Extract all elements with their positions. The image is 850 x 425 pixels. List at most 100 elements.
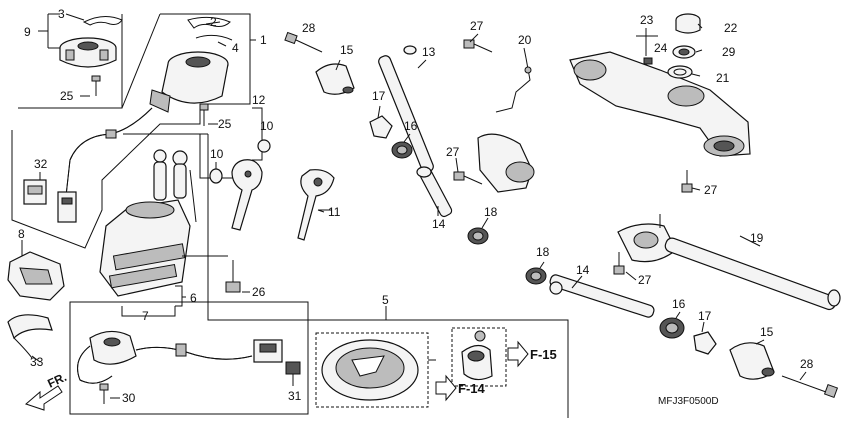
callout-28b: 28 (800, 357, 814, 371)
ref-arrow-f14 (435, 374, 457, 402)
callout-22: 22 (724, 21, 738, 35)
part-15-bushing-top (315, 63, 355, 95)
callout-24: 24 (654, 41, 668, 55)
callout-10a: 10 (210, 147, 224, 161)
part-8-cover (7, 240, 65, 301)
callout-3: 3 (58, 7, 65, 21)
part-keys-set (153, 149, 197, 223)
part-15-bushing-b (729, 342, 775, 380)
part-21-washer (667, 65, 693, 79)
part-12-key-blank (231, 159, 263, 231)
callout-15b: 15 (760, 325, 774, 339)
part-26-bolt (225, 260, 250, 293)
callout-31: 31 (288, 389, 302, 403)
callout-6: 6 (190, 291, 197, 305)
part-22-cap (675, 13, 701, 34)
part-33-band (7, 314, 53, 359)
part-18-collar-b (525, 267, 547, 285)
part-sensor-harness (77, 330, 283, 384)
callout-23: 23 (640, 13, 654, 27)
callout-10b: 10 (260, 119, 274, 133)
callout-9: 9 (24, 25, 31, 39)
callout-14b: 14 (576, 263, 590, 277)
part-20-bracket (495, 57, 532, 113)
group-boxes (11, 13, 569, 418)
part-6-lock-body (99, 199, 228, 297)
part-3-circlip (82, 16, 123, 26)
part-29-nut (672, 45, 696, 59)
callout-7: 7 (142, 309, 149, 323)
part-27-bolt-b (453, 171, 483, 185)
part-28-bolt-top (284, 31, 323, 53)
part-23-bracket (636, 28, 658, 56)
callout-2: 2 (210, 15, 217, 29)
callout-13: 13 (422, 45, 436, 59)
leader-lines (31, 13, 807, 381)
part-14-shaft-b (549, 274, 655, 318)
part-27-bolt-a (463, 39, 493, 53)
callout-8: 8 (18, 227, 25, 241)
callout-15a: 15 (340, 43, 354, 57)
ref-f14: F-14 (458, 381, 486, 396)
part-30-screw (99, 383, 120, 404)
part-24-plate (643, 57, 653, 65)
front-direction-arrow (25, 385, 63, 411)
part-31-grommet (285, 361, 301, 386)
callout-1: 1 (260, 33, 267, 47)
part-25-screw-a (80, 75, 101, 97)
part-16-grip-b (659, 317, 685, 339)
part-27-bolt-c (681, 170, 693, 193)
callout-17b: 17 (698, 309, 712, 323)
part-18-collar-a (467, 227, 489, 245)
callout-5: 5 (382, 293, 389, 307)
callout-11: 11 (328, 205, 341, 219)
callout-29: 29 (722, 45, 736, 59)
part-27-bolt-d (613, 252, 625, 275)
callout-25a: 25 (60, 89, 74, 103)
part-32-connector-cover (23, 172, 47, 205)
callout-18b: 18 (536, 245, 550, 259)
part-14-shaft-a (416, 166, 453, 218)
callout-27c: 27 (704, 183, 718, 197)
callout-4: 4 (232, 41, 239, 55)
callout-25b: 25 (218, 117, 232, 131)
seat-lock-cylinder (461, 330, 493, 381)
part-28-bolt-b (781, 375, 839, 399)
callout-26: 26 (252, 285, 266, 299)
callout-labels: 1 2 3 4 5 6 7 8 9 10 10 11 12 13 14 14 1… (18, 7, 814, 407)
part-17-clip-b (693, 331, 717, 355)
diagram-code: MFJ3F0500D (658, 396, 719, 407)
callout-19: 19 (750, 231, 764, 245)
part-13-left-handlebar (378, 45, 535, 193)
part-25-screw-b (199, 103, 218, 126)
callout-30: 30 (122, 391, 136, 405)
callout-27b: 27 (446, 145, 460, 159)
ref-f15: F-15 (530, 347, 557, 362)
callout-27d: 27 (638, 273, 652, 287)
part-16-grip-a (391, 141, 413, 159)
direction-label: FR. (45, 370, 68, 391)
part-11-hiss-key (297, 169, 335, 241)
top-bridge (569, 51, 751, 157)
part-10-o-ring-b (257, 139, 271, 153)
callout-14a: 14 (432, 217, 446, 231)
part-9-collar (59, 37, 117, 68)
callout-17a: 17 (372, 89, 386, 103)
callout-27a: 27 (470, 19, 484, 33)
callout-16b: 16 (672, 297, 686, 311)
part-1-ignition-housing (149, 16, 233, 113)
callout-33: 33 (30, 355, 44, 369)
callout-32: 32 (34, 157, 48, 171)
callout-18a: 18 (484, 205, 498, 219)
ref-arrow-f15 (507, 340, 529, 368)
part-17-clip-a (369, 115, 393, 139)
callout-20: 20 (518, 33, 532, 47)
ignition-wire-harness (57, 107, 153, 223)
fuel-cap-assembly (321, 339, 419, 401)
callout-28a: 28 (302, 21, 316, 35)
part-10-o-ring-a (209, 162, 223, 184)
part-19-right-handlebar (617, 214, 841, 311)
callout-21: 21 (716, 71, 730, 85)
callout-12: 12 (252, 93, 266, 107)
